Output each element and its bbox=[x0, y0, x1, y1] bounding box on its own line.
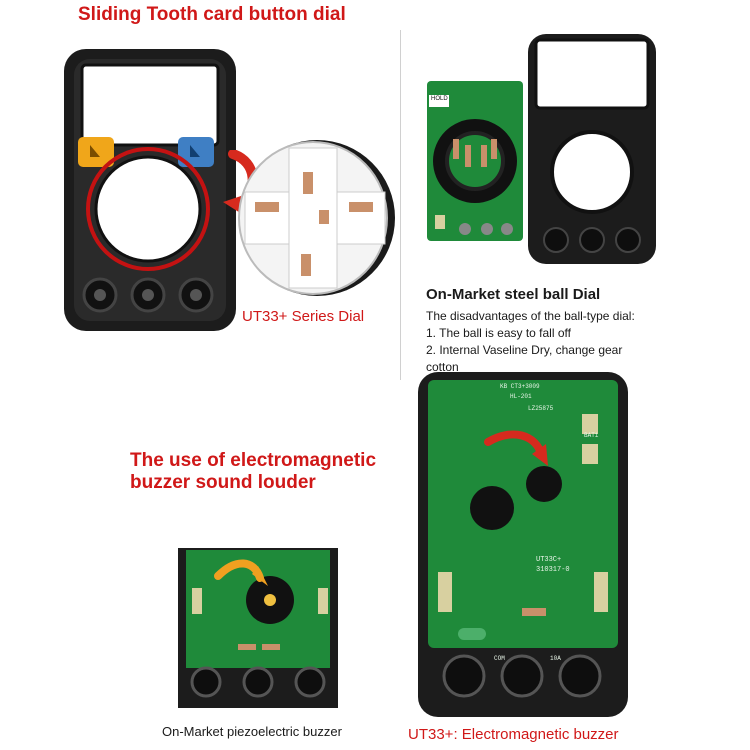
steel-ball-dial-pcb-image bbox=[427, 81, 523, 241]
pcb-label-com: COM bbox=[494, 655, 505, 662]
electromagnetic-buzzer-icon bbox=[526, 466, 562, 502]
pcb-label-hold: HOLD bbox=[431, 96, 448, 102]
piezo-buzzer-pcb-image bbox=[178, 548, 338, 708]
ball-dial-disadvantages: The disadvantages of the ball-type dial:… bbox=[426, 308, 736, 376]
electromagnetic-buzzer-caption: UT33+: Electromagnetic buzzer bbox=[408, 726, 619, 743]
hold-label-block bbox=[429, 95, 449, 107]
electromagnetic-buzzer-pcb-image bbox=[418, 372, 628, 717]
meter-case-back-image bbox=[528, 34, 656, 264]
pcb-label-model: KB CT3+3009 bbox=[500, 383, 540, 390]
panel-divider bbox=[400, 30, 401, 380]
pcb-label-hl: HL-201 bbox=[510, 393, 532, 400]
disadvantage-item-2: 2. Internal Vaseline Dry, change gear bbox=[426, 343, 623, 357]
buzzer-heading: The use of electromagnetic buzzer sound … bbox=[130, 450, 376, 494]
meter-case-front-image bbox=[64, 49, 236, 331]
top-left-heading: Sliding Tooth card button dial bbox=[78, 4, 346, 25]
disadvantages-intro: The disadvantages of the ball-type dial: bbox=[426, 309, 635, 323]
disadvantage-item-2-continued: cotton bbox=[426, 360, 459, 374]
pcb-label-serial: 310317-0 bbox=[536, 566, 570, 574]
sliding-tooth-dial-image bbox=[238, 140, 395, 296]
yellow-button-icon bbox=[78, 137, 114, 167]
disadvantage-item-1: 1. The ball is easy to fall off bbox=[426, 326, 571, 340]
buzzer-heading-line-1: The use of electromagnetic bbox=[130, 450, 377, 471]
buzzer-heading-line-2: buzzer sound louder bbox=[130, 472, 316, 493]
steel-ball-dial-heading: On-Market steel ball Dial bbox=[426, 286, 601, 303]
pcb-label-lz: LZ25875 bbox=[528, 405, 554, 412]
ut33-series-dial-caption: UT33+ Series Dial bbox=[242, 308, 365, 325]
pcb-label-bat: BAT1 bbox=[584, 432, 599, 439]
pcb-label-ut33c: UT33C+ bbox=[536, 556, 562, 564]
piezo-buzzer-caption: On-Market piezoelectric buzzer bbox=[162, 724, 342, 739]
blue-button-icon bbox=[178, 137, 214, 167]
pcb-label-10a: 10A bbox=[550, 655, 561, 662]
